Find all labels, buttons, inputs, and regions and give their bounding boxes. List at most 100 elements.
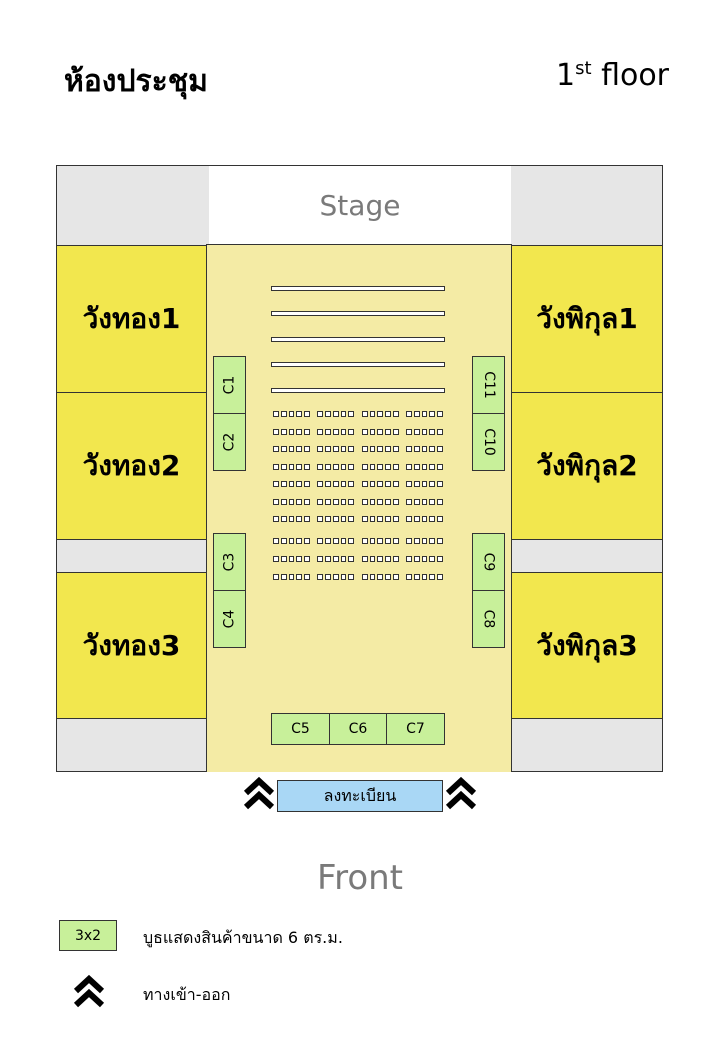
room-wangthong-2: วังทอง2 (56, 392, 207, 540)
seat (413, 499, 420, 505)
seat (406, 499, 412, 505)
seat (332, 556, 339, 562)
seat (406, 538, 412, 544)
seat (369, 429, 376, 435)
seat (273, 429, 279, 435)
seat (317, 538, 324, 544)
seat (361, 499, 368, 505)
seat (437, 538, 443, 544)
seat (304, 499, 310, 505)
seat (332, 574, 339, 580)
seat (325, 411, 331, 417)
booth-c10: C10 (472, 413, 505, 471)
seat (421, 446, 428, 452)
seat (377, 574, 383, 580)
seat (348, 556, 355, 562)
seat (361, 464, 368, 470)
seat (421, 499, 428, 505)
seat (361, 574, 368, 580)
seat (421, 481, 428, 487)
seat (413, 464, 420, 470)
seat (296, 556, 302, 562)
seat (273, 574, 279, 580)
seat (340, 538, 347, 544)
seat (332, 411, 339, 417)
seat (392, 516, 399, 522)
seat (437, 556, 443, 562)
seat (421, 556, 428, 562)
seat (317, 481, 324, 487)
stage-bar (271, 362, 445, 367)
seat (413, 538, 420, 544)
seat (332, 538, 339, 544)
seat (413, 574, 420, 580)
stage-bar (271, 337, 445, 342)
seat-row (273, 464, 445, 471)
seat (385, 411, 391, 417)
seat (273, 464, 279, 470)
seat (413, 481, 420, 487)
seat (348, 538, 355, 544)
seat (429, 446, 436, 452)
seat-row (273, 538, 445, 545)
seat-row (273, 411, 445, 418)
seat (361, 516, 368, 522)
seat (392, 556, 399, 562)
seat (280, 446, 287, 452)
double-chevron-up-icon (244, 776, 274, 810)
seat (421, 429, 428, 435)
seat (429, 516, 436, 522)
seat (429, 574, 436, 580)
seat (377, 499, 383, 505)
booth-c4: C4 (213, 590, 246, 648)
seat (332, 446, 339, 452)
seat (406, 446, 412, 452)
seat (325, 556, 331, 562)
seat (325, 574, 331, 580)
seat (369, 411, 376, 417)
seat (296, 574, 302, 580)
seat (361, 556, 368, 562)
seat (385, 538, 391, 544)
seat (348, 516, 355, 522)
seat (288, 411, 295, 417)
seat (437, 574, 443, 580)
seat (413, 556, 420, 562)
seat (340, 429, 347, 435)
seat (361, 538, 368, 544)
seat (288, 538, 295, 544)
seat (340, 464, 347, 470)
seat (385, 556, 391, 562)
seat (288, 574, 295, 580)
room-wangpikul-3: วังพิกุล3 (511, 572, 663, 719)
booth-c2: C2 (213, 413, 246, 471)
seat (392, 481, 399, 487)
seat (332, 481, 339, 487)
seat-row (273, 481, 445, 488)
page-title: ห้องประชุม (64, 64, 208, 99)
stage-bar (271, 388, 445, 393)
seat (392, 411, 399, 417)
seat (340, 446, 347, 452)
seat (437, 516, 443, 522)
seat (369, 446, 376, 452)
seat (325, 446, 331, 452)
seat (296, 446, 302, 452)
seat (332, 516, 339, 522)
seat (296, 538, 302, 544)
seat (429, 464, 436, 470)
floor-word: floor (601, 58, 670, 93)
seat (413, 516, 420, 522)
seat-row (273, 556, 445, 563)
main-hall (206, 244, 512, 772)
seat (437, 446, 443, 452)
seat (273, 411, 279, 417)
booth-c11: C11 (472, 356, 505, 414)
stage: Stage (209, 166, 511, 244)
seat (385, 574, 391, 580)
seat (288, 516, 295, 522)
seat (304, 538, 310, 544)
seat (304, 556, 310, 562)
seat (369, 481, 376, 487)
seat (392, 429, 399, 435)
